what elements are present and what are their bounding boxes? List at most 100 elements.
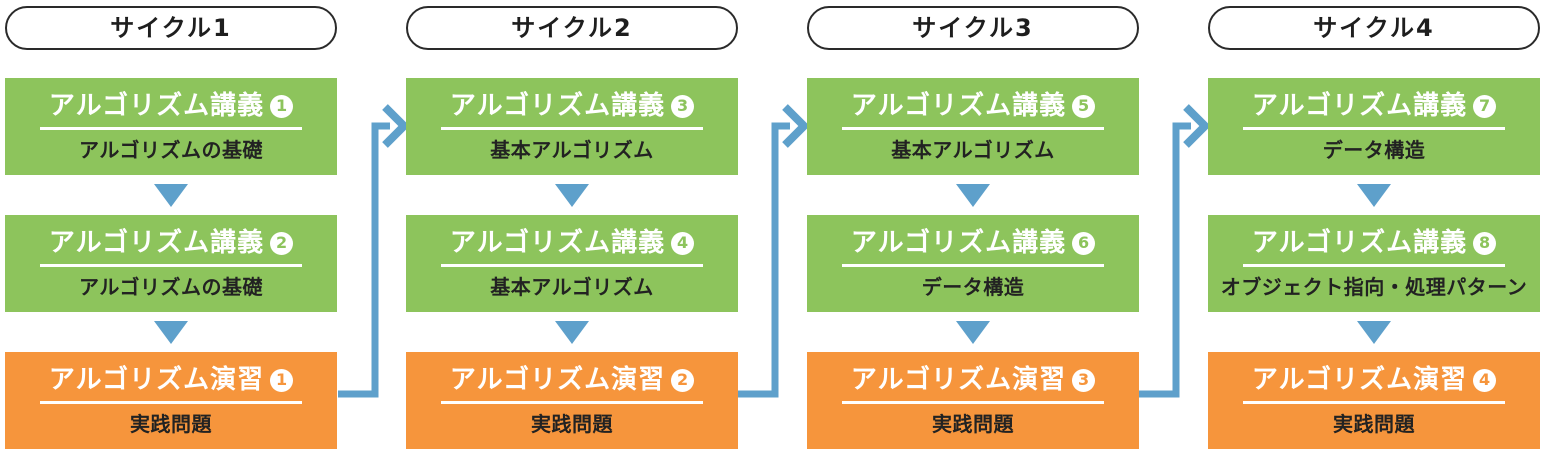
lecture-box-2: アルゴリズム講義 2 アルゴリズムの基礎 — [5, 215, 337, 312]
step-number-badge: 1 — [270, 94, 294, 118]
lecture-box-6: アルゴリズム講義 6 データ構造 — [807, 215, 1139, 312]
box-title: アルゴリズム講義 2 — [48, 228, 294, 258]
arrow-gap — [5, 312, 337, 352]
arrow-gap — [5, 175, 337, 215]
title-divider — [842, 264, 1104, 267]
step-number-badge: 7 — [1473, 94, 1497, 118]
box-subtitle: 基本アルゴリズム — [490, 275, 654, 299]
box-title: アルゴリズム講義 4 — [449, 228, 695, 258]
arrow-gap — [406, 312, 738, 352]
arrow-gap — [807, 175, 1139, 215]
box-title-text: アルゴリズム講義 — [1251, 228, 1468, 258]
cycle-column-1: サイクル1 アルゴリズム講義 1 アルゴリズムの基礎 アルゴリズム講義 2 アル… — [5, 0, 337, 449]
exercise-box-2: アルゴリズム演習 2 実践問題 — [406, 352, 738, 449]
box-title: アルゴリズム講義 5 — [850, 91, 1096, 121]
cycle-1-pill: サイクル1 — [5, 6, 337, 50]
box-title: アルゴリズム演習 3 — [850, 365, 1096, 395]
step-number-badge: 1 — [270, 368, 294, 392]
box-subtitle: アルゴリズムの基礎 — [79, 275, 263, 299]
down-arrow-icon — [1357, 320, 1391, 344]
box-title-text: アルゴリズム講義 — [48, 228, 265, 258]
title-divider — [842, 401, 1104, 404]
step-number-badge: 4 — [1473, 368, 1497, 392]
exercise-box-1: アルゴリズム演習 1 実践問題 — [5, 352, 337, 449]
down-arrow-icon — [555, 320, 589, 344]
cycle-2-pill: サイクル2 — [406, 6, 738, 50]
step-number-badge: 6 — [1072, 231, 1096, 255]
step-number-badge: 4 — [671, 231, 695, 255]
box-subtitle: データ構造 — [921, 275, 1025, 299]
box-title: アルゴリズム講義 8 — [1251, 228, 1497, 258]
box-title: アルゴリズム講義 1 — [48, 91, 294, 121]
cycle-columns: サイクル1 アルゴリズム講義 1 アルゴリズムの基礎 アルゴリズム講義 2 アル… — [5, 0, 1540, 449]
title-divider — [40, 401, 302, 404]
title-divider — [441, 264, 703, 267]
title-divider — [441, 127, 703, 130]
arrow-gap — [1208, 312, 1540, 352]
box-title: アルゴリズム演習 4 — [1251, 365, 1497, 395]
cycle-3-pill: サイクル3 — [807, 6, 1139, 50]
box-title-text: アルゴリズム講義 — [449, 91, 666, 121]
exercise-box-3: アルゴリズム演習 3 実践問題 — [807, 352, 1139, 449]
cycle-4-label: サイクル4 — [1313, 14, 1435, 42]
cycle-2-label: サイクル2 — [511, 14, 633, 42]
box-title-text: アルゴリズム演習 — [1251, 365, 1468, 395]
title-divider — [40, 264, 302, 267]
title-divider — [441, 401, 703, 404]
down-arrow-icon — [154, 320, 188, 344]
box-subtitle: オブジェクト指向・処理パターン — [1220, 275, 1528, 299]
box-title-text: アルゴリズム講義 — [850, 91, 1067, 121]
box-subtitle: 実践問題 — [130, 412, 212, 436]
box-title-text: アルゴリズム講義 — [1251, 91, 1468, 121]
box-title-text: アルゴリズム演習 — [850, 365, 1067, 395]
cycle-4-pill: サイクル4 — [1208, 6, 1540, 50]
arrow-gap — [807, 312, 1139, 352]
box-title-text: アルゴリズム講義 — [449, 228, 666, 258]
down-arrow-icon — [555, 183, 589, 207]
box-title: アルゴリズム演習 1 — [48, 365, 294, 395]
cycle-column-2: サイクル2 アルゴリズム講義 3 基本アルゴリズム アルゴリズム講義 4 基本ア… — [406, 0, 738, 449]
lecture-box-3: アルゴリズム講義 3 基本アルゴリズム — [406, 78, 738, 175]
box-title: アルゴリズム講義 6 — [850, 228, 1096, 258]
cycle-1-label: サイクル1 — [110, 14, 232, 42]
title-divider — [1243, 127, 1505, 130]
box-title: アルゴリズム講義 3 — [449, 91, 695, 121]
title-divider — [1243, 264, 1505, 267]
box-subtitle: 基本アルゴリズム — [891, 138, 1055, 162]
box-subtitle: 実践問題 — [531, 412, 613, 436]
lecture-box-8: アルゴリズム講義 8 オブジェクト指向・処理パターン — [1208, 215, 1540, 312]
down-arrow-icon — [1357, 183, 1391, 207]
box-subtitle: 実践問題 — [932, 412, 1014, 436]
box-title-text: アルゴリズム演習 — [449, 365, 666, 395]
box-subtitle: データ構造 — [1322, 138, 1426, 162]
box-subtitle: アルゴリズムの基礎 — [79, 138, 263, 162]
step-number-badge: 2 — [270, 231, 294, 255]
box-title-text: アルゴリズム講義 — [850, 228, 1067, 258]
box-title: アルゴリズム講義 7 — [1251, 91, 1497, 121]
step-number-badge: 3 — [671, 94, 695, 118]
lecture-box-5: アルゴリズム講義 5 基本アルゴリズム — [807, 78, 1139, 175]
lecture-box-1: アルゴリズム講義 1 アルゴリズムの基礎 — [5, 78, 337, 175]
box-subtitle: 実践問題 — [1333, 412, 1415, 436]
title-divider — [40, 127, 302, 130]
lecture-box-7: アルゴリズム講義 7 データ構造 — [1208, 78, 1540, 175]
step-number-badge: 8 — [1473, 231, 1497, 255]
cycle-column-3: サイクル3 アルゴリズム講義 5 基本アルゴリズム アルゴリズム講義 6 データ… — [807, 0, 1139, 449]
box-subtitle: 基本アルゴリズム — [490, 138, 654, 162]
title-divider — [842, 127, 1104, 130]
step-number-badge: 2 — [671, 368, 695, 392]
down-arrow-icon — [956, 320, 990, 344]
down-arrow-icon — [154, 183, 188, 207]
arrow-gap — [406, 175, 738, 215]
box-title-text: アルゴリズム講義 — [48, 91, 265, 121]
exercise-box-4: アルゴリズム演習 4 実践問題 — [1208, 352, 1540, 449]
step-number-badge: 5 — [1072, 94, 1096, 118]
cycle-column-4: サイクル4 アルゴリズム講義 7 データ構造 アルゴリズム講義 8 オブジェクト… — [1208, 0, 1540, 449]
box-title: アルゴリズム演習 2 — [449, 365, 695, 395]
arrow-gap — [1208, 175, 1540, 215]
title-divider — [1243, 401, 1505, 404]
down-arrow-icon — [956, 183, 990, 207]
lecture-box-4: アルゴリズム講義 4 基本アルゴリズム — [406, 215, 738, 312]
box-title-text: アルゴリズム演習 — [48, 365, 265, 395]
